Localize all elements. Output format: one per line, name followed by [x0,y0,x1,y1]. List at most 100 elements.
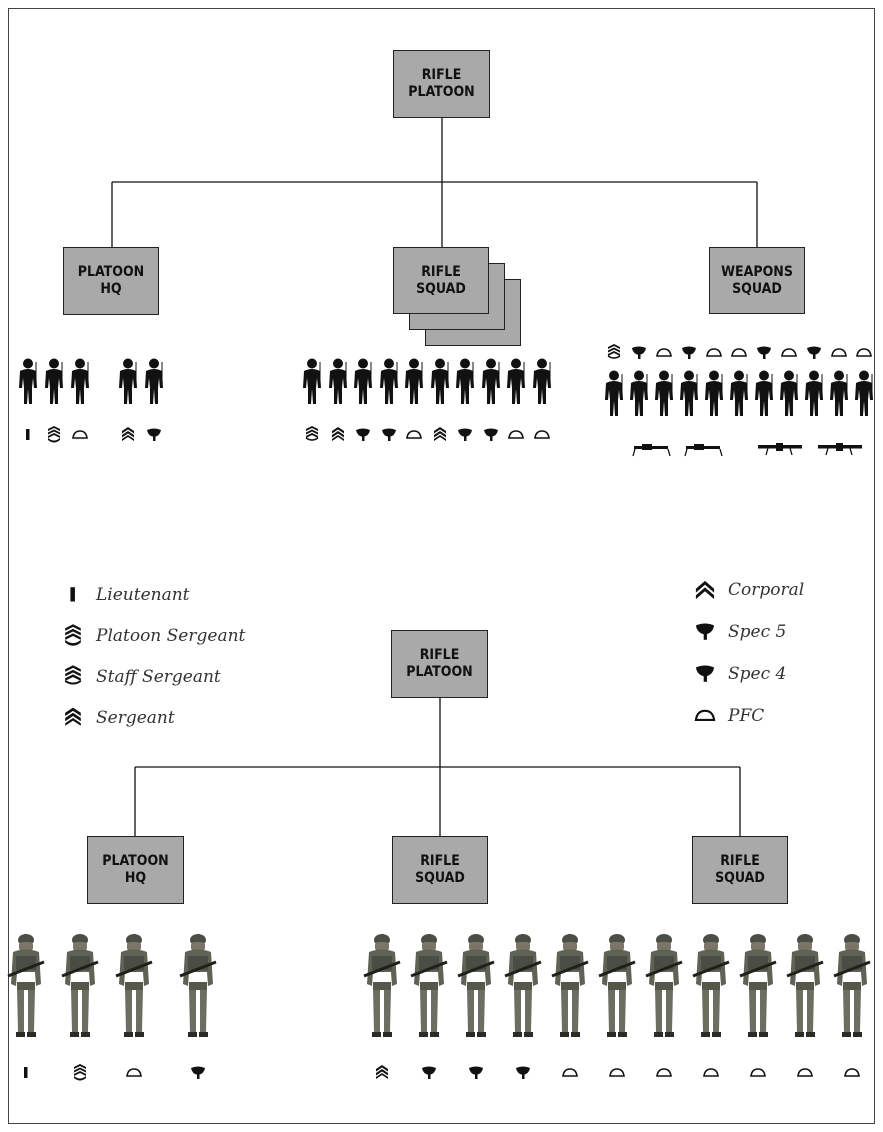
pfc-rank-icon [126,1068,142,1077]
soldier-silhouette [19,358,37,404]
soldier-silhouette [855,370,873,416]
soldier-silhouette [71,358,89,404]
soldier-cell [377,358,401,444]
weapons-squad-weapons-row [632,440,876,458]
soldier-cell [479,358,503,444]
soldier-cell [456,932,496,1082]
pfc-rank-icon [831,348,847,357]
pfc-rank-icon [856,348,872,357]
soldier-figure [833,934,871,1037]
soldier-figure [551,934,589,1037]
machine-gun-icon [632,444,671,457]
page-frame [8,8,875,1124]
top-weapons-line-1: WEAPONS [721,263,793,280]
soldier-cell [16,358,40,444]
soldier-cell [832,932,872,1082]
soldier-figure [179,934,217,1037]
spec5-rank-icon [422,1066,436,1079]
soldier-cell [409,932,449,1082]
soldier-silhouette [805,370,823,416]
soldier-cell [677,344,701,418]
soldier-cell [777,344,801,418]
pfc-rank-icon [703,1068,719,1077]
soldier-cell [802,344,826,418]
soldier-cell [42,358,66,444]
machine-gun-icon [684,444,723,457]
soldier-silhouette [430,358,449,404]
soldier-cell [503,932,543,1082]
soldier-cell [68,358,92,444]
soldier-silhouette [755,370,773,416]
bottom-squad2-line-1: RIFLE [720,853,760,869]
soldier-silhouette [705,370,723,416]
staff-sergeant-chevron-icon [64,665,82,685]
soldier-cell [550,932,590,1082]
soldier-cell [504,358,528,444]
legend-item: Platoon Sergeant [60,624,245,648]
soldier-cell [362,932,402,1082]
soldier-figure [504,934,542,1037]
sgt-rank-icon [376,1065,388,1079]
legend-item: Sergeant [60,706,175,730]
soldier-silhouette [354,358,372,404]
pfc-rank-icon [781,348,797,357]
recoilless-rifle-icon [818,443,862,456]
legend-item: Lieutenant [60,583,190,607]
soldier-silhouette [456,358,474,404]
spec5-rank-icon [483,428,498,441]
top-hq-line-1: PLATOON [77,264,145,280]
sgt-rank-icon [122,427,134,441]
soldier-figure [645,934,683,1037]
ssg-rank-icon [607,344,621,359]
pfc-rank-icon [406,430,422,439]
top-hq-line-2: HQ [100,281,122,297]
lieutenant-bar-icon [70,587,75,602]
spec5-insignia-icon [695,623,715,640]
spec5-rank-icon [356,428,370,441]
soldier-cell [644,932,684,1082]
soldier-figure [457,934,495,1037]
soldier-cell [785,932,825,1082]
spec5-rank-icon [632,346,646,359]
legend-item: Corporal [692,578,804,602]
soldier-silhouette [532,358,551,404]
spec5-rank-icon [458,428,472,441]
spec5-rank-icon [682,346,696,359]
soldier-cell [114,932,154,1082]
soldier-cell [852,344,876,418]
platoon-sergeant-chevron-icon [65,624,81,646]
bottom-hq-soldier-row [6,932,232,1082]
soldier-cell [627,344,651,418]
spec5-rank-icon [757,346,771,359]
legend-label: Staff Sergeant [96,667,221,687]
top-squad-soldier-row [300,358,555,444]
soldier-silhouette [605,370,623,416]
top-hq-soldier-row [16,358,168,444]
bottom-hq-line-2: HQ [124,870,147,886]
spec5-rank-icon [147,428,161,441]
pfc-rank-icon [609,1068,625,1077]
soldier-silhouette [379,358,398,404]
spec5-rank-icon [381,428,396,441]
soldier-figure [692,934,730,1037]
soldier-silhouette [830,370,848,416]
lt-rank-icon [24,1067,28,1078]
bottom-root-line-1: RIFLE [419,647,460,663]
soldier-cell [652,344,676,418]
legend-label: PFC [728,706,765,726]
sgt-rank-icon [331,427,344,441]
soldier-cell [6,932,46,1082]
soldier-cell [597,932,637,1082]
top-squad-line-2: SQUAD [416,280,466,297]
soldier-cell [428,358,452,444]
soldier-figure [7,934,45,1037]
ssg-rank-icon [305,426,319,441]
soldier-figure [739,934,777,1037]
pfc-rank-icon [533,430,550,439]
pfc-rank-icon [797,1068,813,1077]
